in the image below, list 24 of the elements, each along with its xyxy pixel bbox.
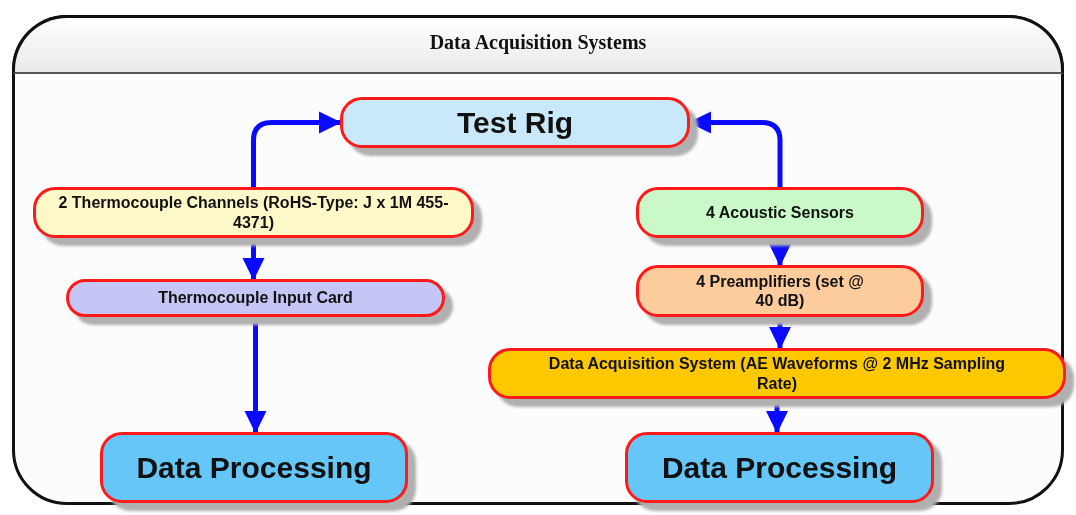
process-box bbox=[340, 97, 690, 148]
arrow bbox=[688, 111, 783, 187]
process-box bbox=[488, 348, 1066, 399]
arrow bbox=[242, 238, 265, 281]
arrow bbox=[769, 317, 791, 350]
process-box bbox=[66, 279, 445, 317]
process-box bbox=[625, 432, 934, 503]
node-label: 4 Acoustic Sensors bbox=[706, 202, 854, 223]
node-label: Test Rig bbox=[456, 104, 574, 141]
node-label: Thermocouple Input Card bbox=[158, 288, 353, 308]
arrow bbox=[766, 399, 788, 434]
node-label: Data Acquisition System (AE Waveforms @ 2 MHz Sampling Rate) bbox=[547, 354, 1007, 393]
diagram-title: Data Acquisition Systems bbox=[428, 31, 648, 54]
arrow bbox=[244, 317, 267, 434]
process-box bbox=[636, 265, 924, 317]
process-box bbox=[636, 187, 924, 238]
node-label: 2 Thermocouple Channels (RoHS-Type: J x 1M 455-4371) bbox=[57, 193, 450, 232]
arrow bbox=[251, 111, 342, 187]
arrow bbox=[769, 238, 791, 267]
process-box bbox=[100, 432, 408, 503]
node-label: Data Processing bbox=[136, 449, 372, 486]
process-box bbox=[33, 187, 474, 238]
node-label: 4 Preamplifiers (set @ 40 dB) bbox=[695, 271, 865, 311]
node-label: Data Processing bbox=[661, 449, 898, 486]
